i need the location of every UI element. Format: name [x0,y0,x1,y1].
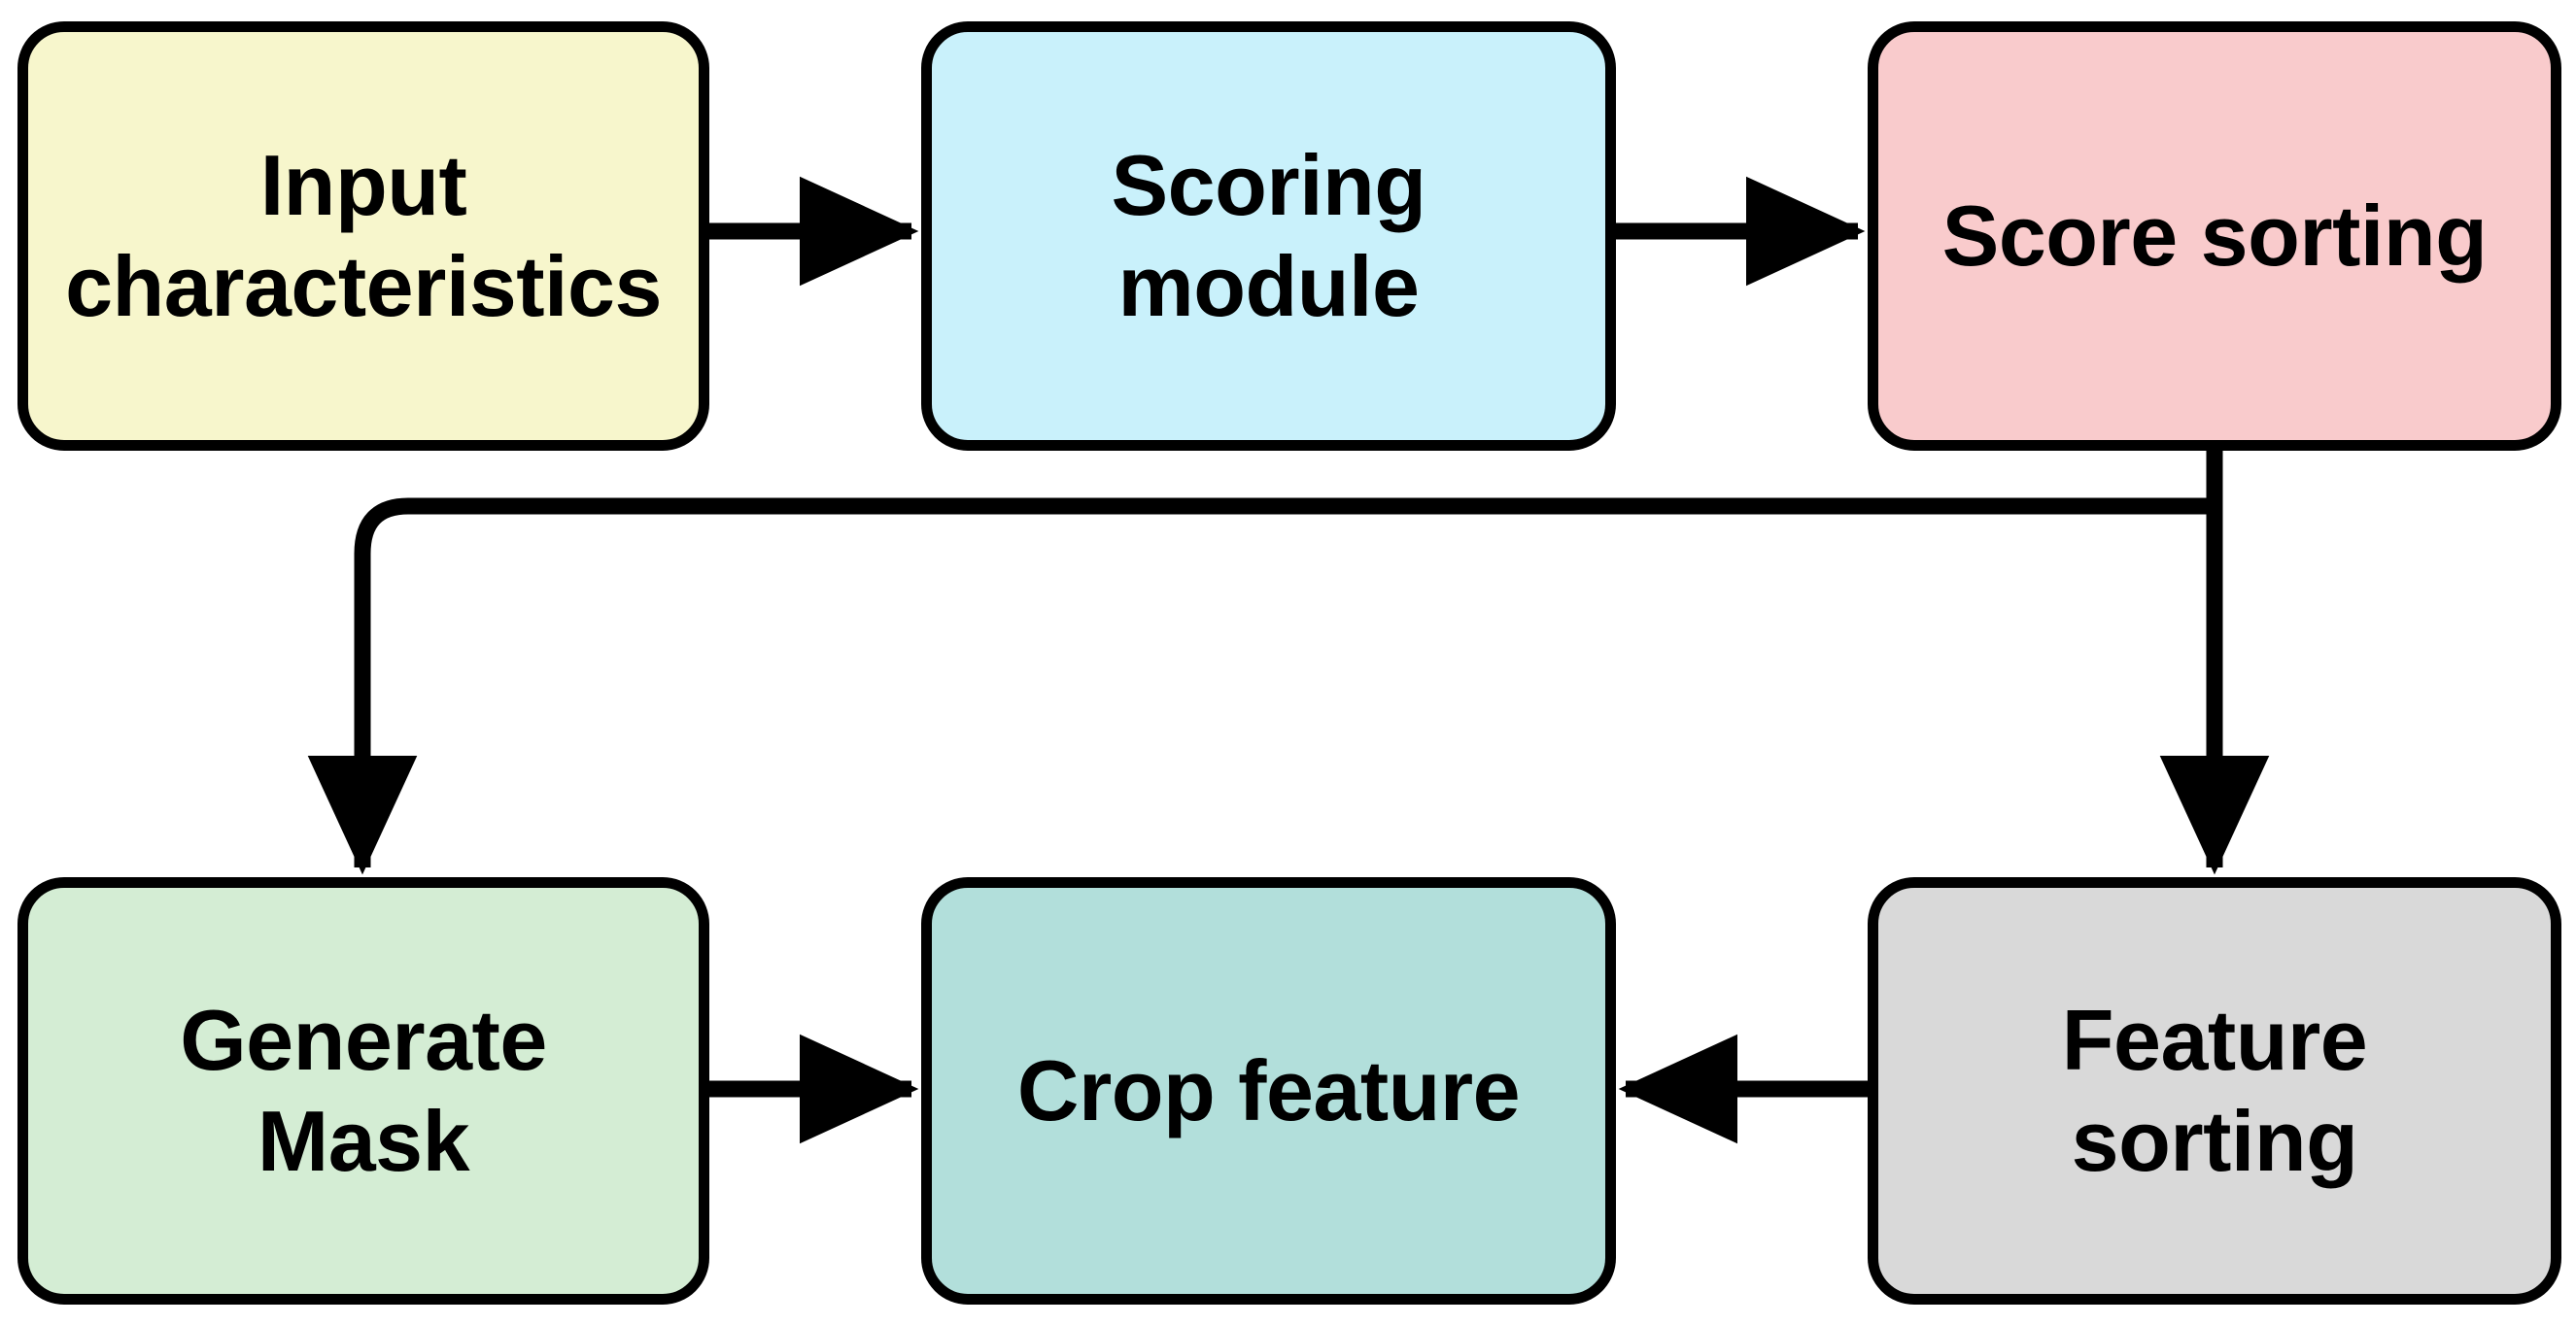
node-feature-sorting[interactable]: Feature sorting [1868,877,2561,1305]
node-label-generate-mask: Generate Mask [180,992,547,1189]
node-scoring-module[interactable]: Scoring module [921,21,1616,451]
node-label-crop-feature: Crop feature [1016,1042,1521,1139]
edge-score-sorting-to-generate-mask [307,497,2215,875]
node-score-sorting[interactable]: Score sorting [1868,21,2561,451]
node-label-input-characteristics: Input characteristics [65,137,662,334]
node-input-characteristics[interactable]: Input characteristics [17,21,709,451]
node-label-feature-sorting: Feature sorting [2061,992,2368,1189]
node-generate-mask[interactable]: Generate Mask [17,877,709,1305]
node-label-score-sorting: Score sorting [1941,187,2488,285]
node-crop-feature[interactable]: Crop feature [921,877,1616,1305]
node-label-scoring-module: Scoring module [1111,137,1426,334]
